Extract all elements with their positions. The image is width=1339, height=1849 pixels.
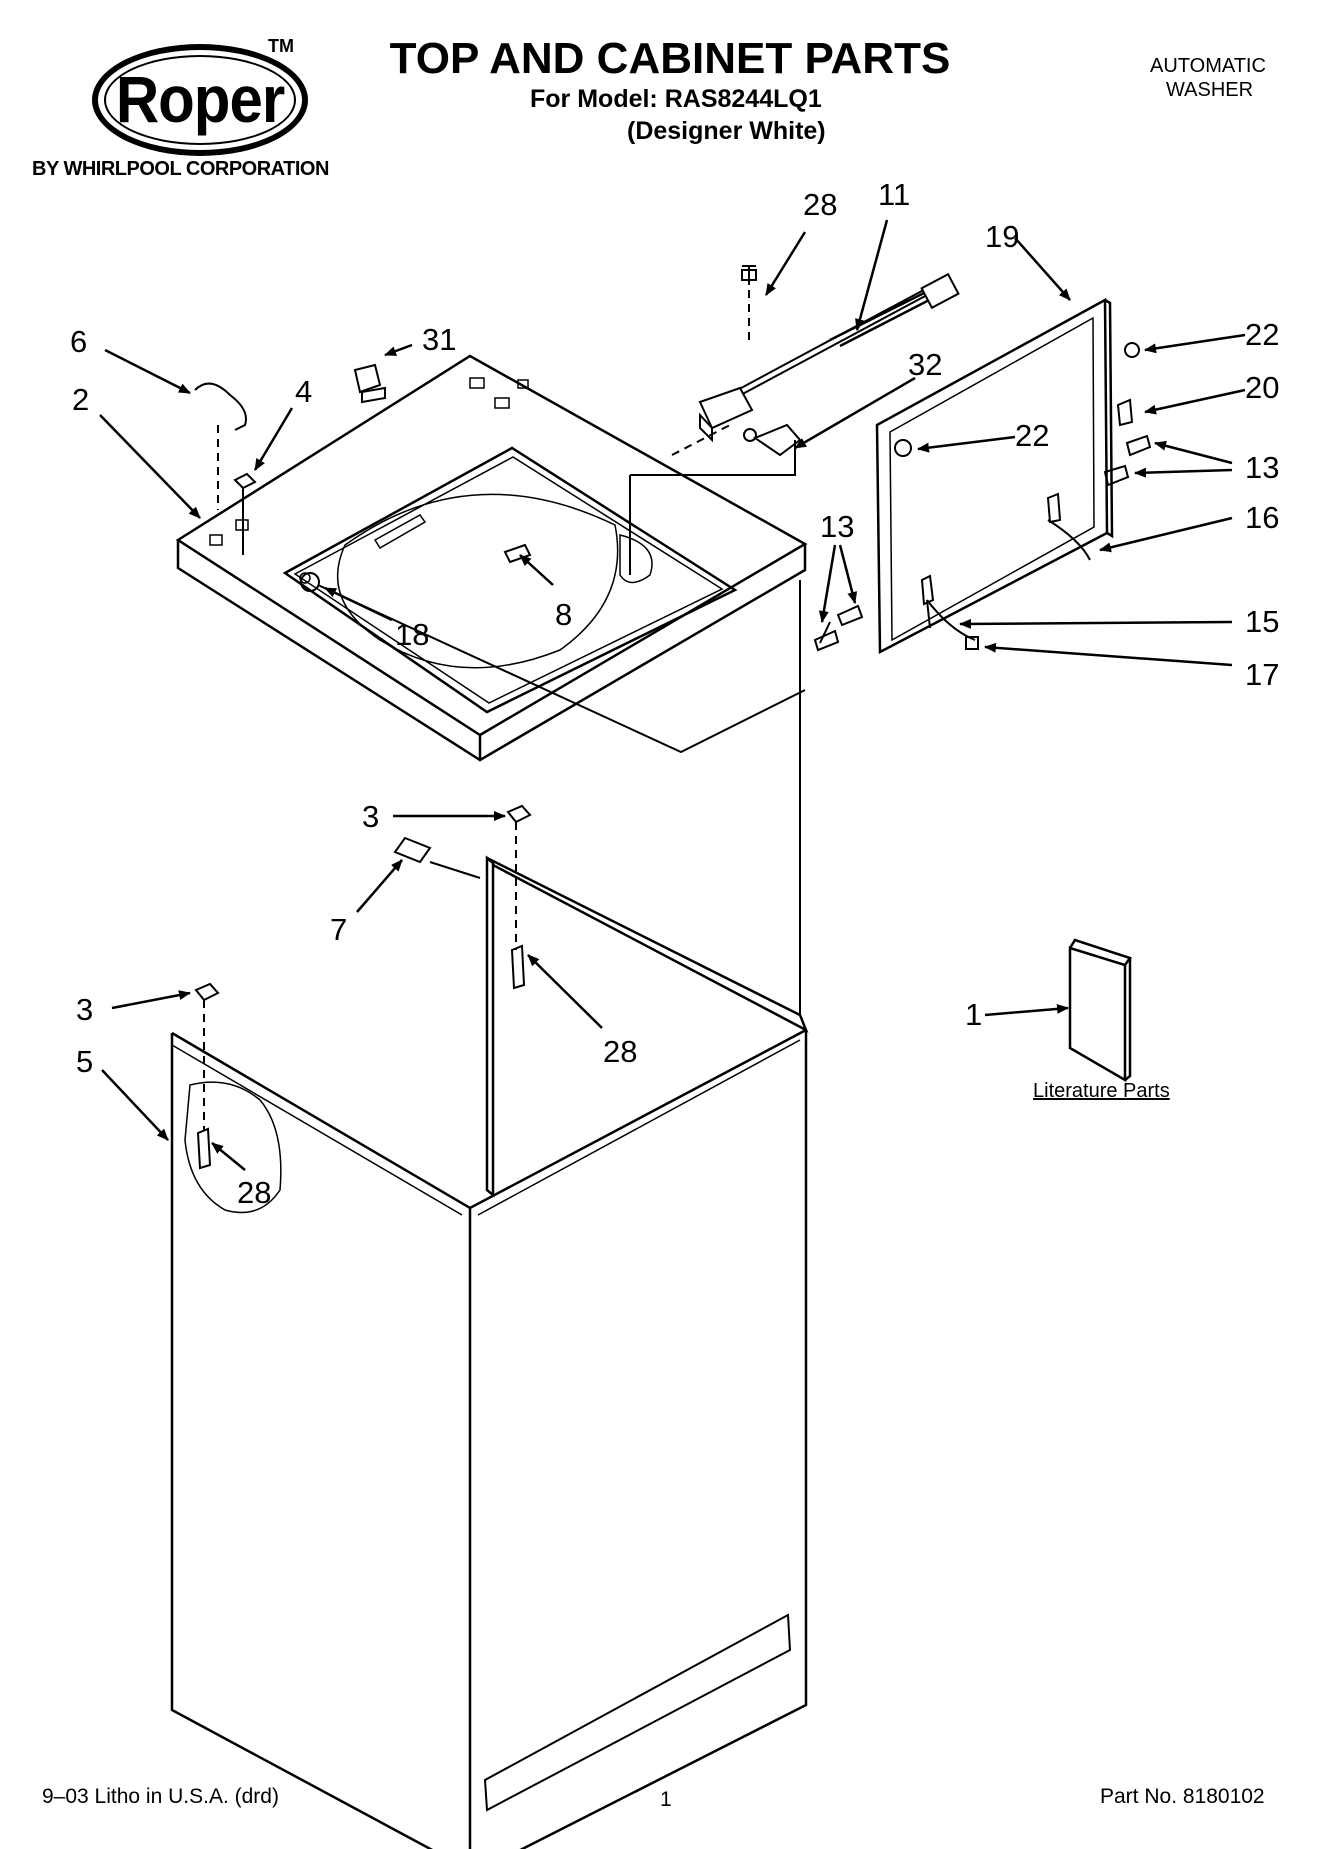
callout-label: 15 bbox=[1245, 604, 1279, 639]
callout-label: 32 bbox=[908, 347, 942, 382]
callout-label: 28 bbox=[603, 1034, 637, 1069]
appliance-type-line2: WASHER bbox=[1166, 79, 1254, 101]
callout-label: 22 bbox=[1245, 317, 1279, 352]
washer-top-part bbox=[175, 354, 808, 762]
callout-label: 13 bbox=[1245, 450, 1279, 485]
litho-note: 9–03 Litho in U.S.A. (drd) bbox=[42, 1785, 279, 1808]
model-variant: (Designer White) bbox=[627, 117, 826, 145]
callout-label: 16 bbox=[1245, 500, 1279, 535]
cabinet-part bbox=[170, 855, 809, 1849]
callout-label: 11 bbox=[878, 177, 910, 212]
wire-harness-part bbox=[698, 272, 960, 443]
callout-label: 18 bbox=[395, 617, 429, 652]
logo-ellipse bbox=[92, 44, 308, 156]
callout-label: 13 bbox=[820, 509, 854, 544]
page-title: TOP AND CABINET PARTS bbox=[389, 34, 951, 83]
appliance-type-line1: AUTOMATIC bbox=[1150, 55, 1266, 77]
control-panel-frame bbox=[875, 297, 1114, 655]
callout-label: 7 bbox=[330, 912, 347, 947]
assembly-lines bbox=[203, 290, 931, 1130]
callout-label: 31 bbox=[422, 322, 456, 357]
callout-label: 20 bbox=[1245, 370, 1279, 405]
model-number: For Model: RAS8244LQ1 bbox=[530, 85, 822, 113]
callout-label: 3 bbox=[76, 992, 93, 1027]
page-number: 1 bbox=[660, 1788, 672, 1811]
callout-label: 6 bbox=[70, 324, 87, 359]
callout-labels: 28 11 19 22 20 13 16 15 17 13 6 31 4 32 … bbox=[70, 177, 1279, 1210]
callout-label: 2 bbox=[72, 382, 89, 417]
callout-arrows bbox=[99, 219, 1246, 1171]
literature-parts-label: Literature Parts bbox=[1033, 1080, 1170, 1102]
brand-name: Roper bbox=[115, 62, 285, 137]
callout-label: 19 bbox=[985, 219, 1019, 254]
logo-inner-ellipse bbox=[104, 55, 296, 145]
callout-label: 1 bbox=[965, 997, 982, 1032]
maker-line: BY WHIRLPOOL CORPORATION bbox=[32, 158, 329, 180]
callout-label: 28 bbox=[803, 187, 837, 222]
callout-label: 28 bbox=[237, 1175, 271, 1210]
brand-logo: Roper TM BY WHIRLPOOL CORPORATION bbox=[30, 36, 390, 190]
callout-label: 22 bbox=[1015, 418, 1049, 453]
callout-label: 4 bbox=[295, 374, 312, 409]
callout-label: 17 bbox=[1245, 657, 1279, 692]
callout-label: 3 bbox=[362, 799, 379, 834]
callout-label: 5 bbox=[76, 1044, 93, 1079]
literature-book-part bbox=[1068, 938, 1133, 1083]
callout-label: 8 bbox=[555, 597, 572, 632]
part-number: Part No. 8180102 bbox=[1100, 1785, 1265, 1808]
trademark-mark: TM bbox=[268, 36, 294, 56]
